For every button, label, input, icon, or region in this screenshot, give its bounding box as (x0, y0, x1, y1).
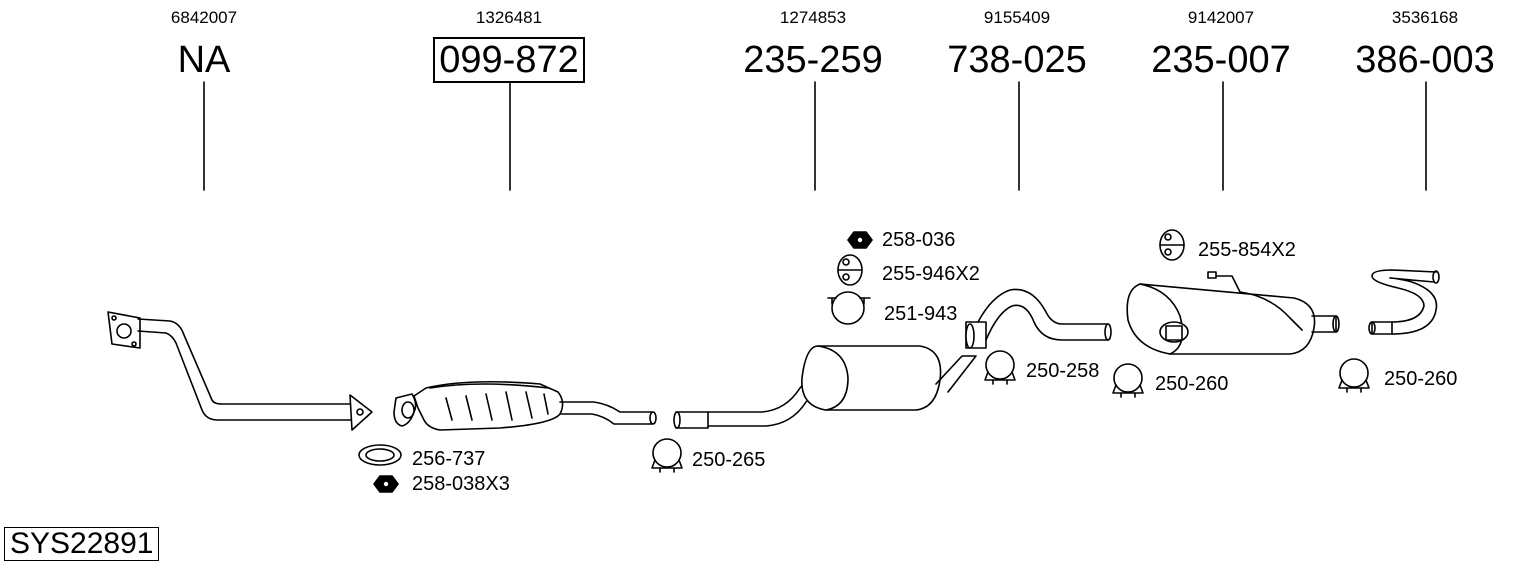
oem-number-6: 3536168 (1391, 8, 1459, 27)
oem-number-2: 1326481 (475, 8, 543, 27)
bracket-mid-icon (827, 291, 871, 325)
part-number-5: 235-007 (1151, 39, 1291, 81)
hanger-rear-icon (1159, 229, 1185, 261)
label-clamp-1: 250-265 (692, 449, 766, 471)
gasket-inner (365, 448, 395, 462)
label-nut-cat: 258-038X3 (412, 473, 510, 495)
label-clamp-4: 250-260 (1384, 368, 1458, 390)
rear-silencer (1126, 271, 1340, 355)
clamp-3-icon (1112, 363, 1144, 398)
front-pipe (107, 311, 373, 431)
catalytic-converter (393, 380, 657, 431)
part-number-6: 386-003 (1355, 39, 1495, 81)
part-number-1: NA (177, 39, 231, 81)
label-hanger-rear: 255-854X2 (1198, 239, 1296, 261)
part-number-2: 099-872 (399, 37, 619, 83)
oem-number-4: 9155409 (983, 8, 1051, 27)
clamp-2-icon (984, 350, 1016, 385)
clamp-1-icon (651, 438, 683, 473)
label-gasket: 256-737 (412, 448, 486, 470)
nut-mid-icon (847, 231, 873, 249)
label-hanger-mid: 255-946X2 (882, 263, 980, 285)
oem-number-3: 1274853 (779, 8, 847, 27)
tail-pipe (1368, 269, 1440, 335)
label-nut-mid: 258-036 (882, 229, 956, 251)
nut-cat-icon (373, 475, 399, 493)
label-clamp-3: 250-260 (1155, 373, 1229, 395)
label-bracket-mid: 251-943 (884, 303, 958, 325)
system-id-box: SYS22891 (4, 527, 160, 561)
gasket-icon (358, 444, 402, 466)
oem-number-5: 9142007 (1187, 8, 1255, 27)
part-number-2-box: 099-872 (433, 37, 585, 83)
part-number-3: 235-259 (743, 39, 883, 81)
intermediate-pipe (965, 288, 1112, 349)
middle-silencer (673, 345, 977, 429)
hanger-mid-icon (837, 254, 863, 286)
clamp-4-icon (1338, 358, 1370, 393)
label-clamp-2: 250-258 (1026, 360, 1100, 382)
oem-number-1: 6842007 (170, 8, 238, 27)
part-number-4: 738-025 (947, 39, 1087, 81)
